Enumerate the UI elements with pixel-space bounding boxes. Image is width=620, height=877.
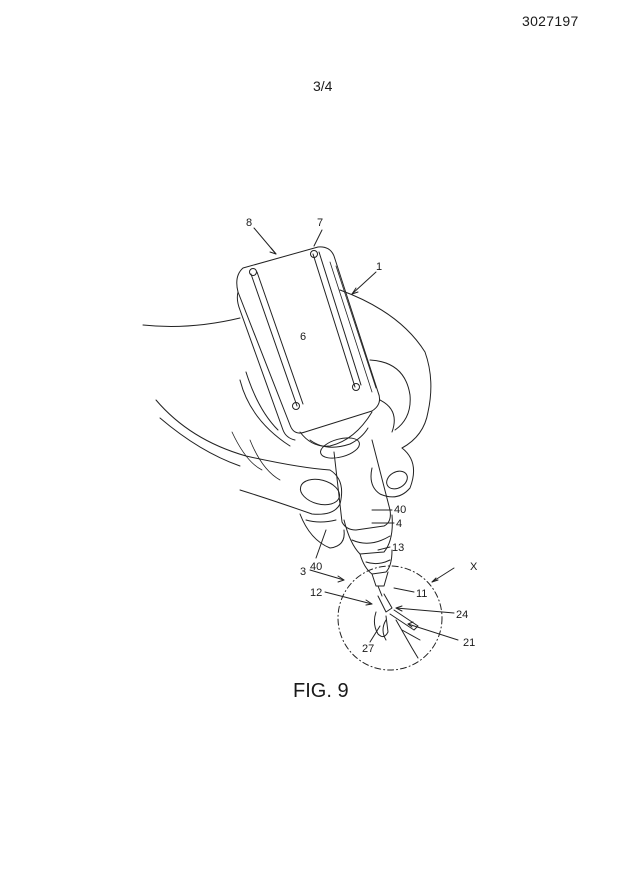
document-number: 3027197 [522,13,579,29]
label-6: 6 [300,331,306,343]
device-edge [236,291,296,441]
nose-cone [343,514,393,555]
label-1: 1 [376,261,382,273]
label-40-lower: 40 [310,561,322,573]
label-8: 8 [246,217,252,229]
label-3: 3 [300,566,306,578]
screw [249,268,257,276]
thumb [155,399,343,515]
housing-rail-left [250,273,298,407]
label-7: 7 [317,217,323,229]
label-x: X [470,561,478,573]
label-21: 21 [463,637,475,649]
device-housing [236,246,380,434]
label-13: 13 [392,542,404,554]
detail-circle-x [337,565,443,671]
label-24: 24 [456,609,468,621]
label-40-upper: 40 [394,504,406,516]
tip [371,571,389,587]
housing-rail-right [312,253,356,388]
hand-outline [142,317,241,327]
handle-shaft [333,439,391,531]
device-neck [299,411,373,447]
label-11: 11 [416,588,427,600]
label-27: 27 [362,643,374,655]
sheet-number: 3/4 [313,78,333,94]
label-12: 12 [310,587,322,599]
figure-caption: FIG. 9 [293,680,349,702]
label-4: 4 [396,518,402,530]
